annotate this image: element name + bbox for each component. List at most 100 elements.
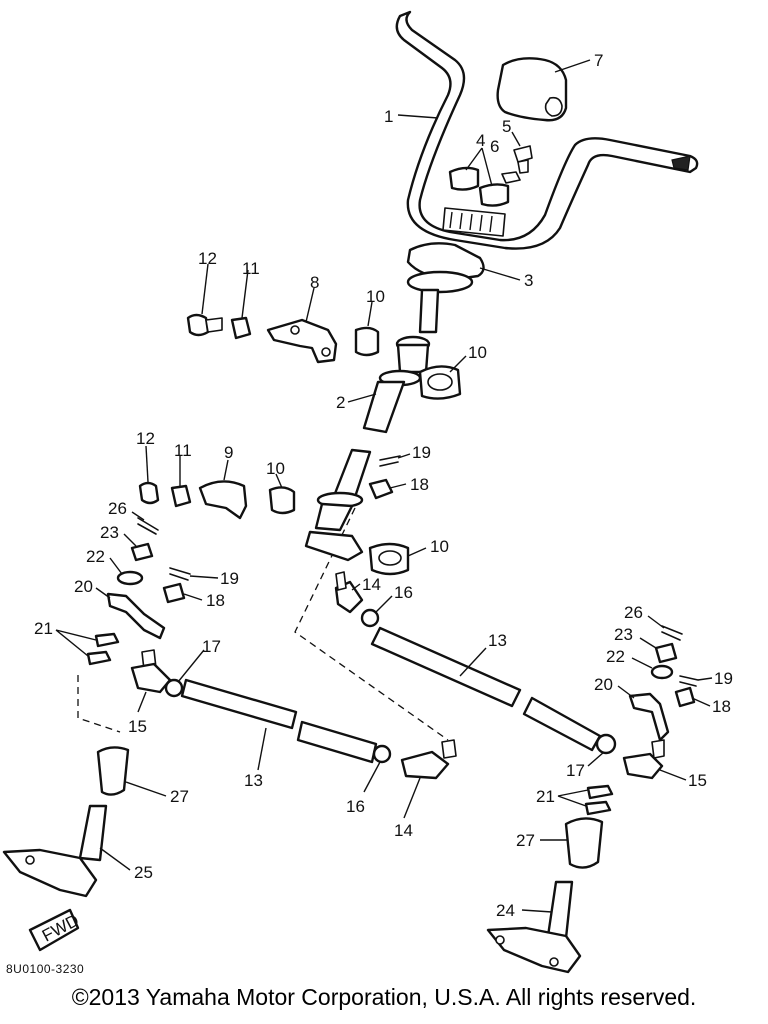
callout-23a: 23 [100, 523, 119, 542]
leader-10c [275, 473, 283, 489]
upper-holder [266, 318, 338, 364]
leader-10d [407, 547, 427, 557]
nut-23b [654, 642, 678, 664]
nut-17a [164, 678, 184, 698]
leader-2 [347, 393, 377, 403]
bushing-10a [354, 326, 380, 357]
cotter-19b [169, 567, 191, 581]
callout-25: 25 [134, 863, 153, 882]
leader-7 [554, 59, 591, 73]
copyright-notice: ©2013 Yamaha Motor Corporation, U.S.A. A… [71, 984, 697, 1010]
leader-19a [397, 453, 411, 459]
leader-20b [617, 685, 635, 699]
leader-18c [691, 697, 711, 707]
upper-bracket [406, 242, 485, 294]
steering-column-lower [304, 448, 372, 562]
tie-rod-13b [370, 626, 602, 752]
callout-18c: 18 [712, 697, 731, 716]
callout-18b: 18 [206, 591, 225, 610]
callout-19b: 19 [220, 569, 239, 588]
nut-18b [162, 582, 186, 604]
clip-21b [86, 650, 112, 666]
bushing-10d [368, 542, 410, 576]
clip-21d [584, 800, 612, 816]
leader-5 [511, 131, 521, 147]
callout-20b: 20 [594, 675, 613, 694]
leader-24 [521, 909, 553, 913]
leader-13b [459, 647, 487, 677]
nut-11a [230, 316, 252, 340]
leader-25 [99, 847, 131, 871]
callout-17b: 17 [566, 761, 585, 780]
callout-22b: 22 [606, 647, 625, 666]
leader-12a [201, 263, 209, 315]
callout-6: 6 [490, 137, 499, 156]
callout-19c: 19 [714, 669, 733, 688]
cotter-26a [137, 517, 159, 535]
leader-14a [351, 583, 361, 591]
nut-18a [368, 478, 394, 500]
leader-21a [55, 629, 97, 657]
callout-27b: 27 [516, 831, 535, 850]
leader-19b [189, 575, 219, 579]
callout-3: 3 [524, 271, 533, 290]
bushing-10c [268, 486, 296, 515]
spindle-25 [2, 804, 108, 898]
tie-rod-end-14a [334, 571, 364, 614]
assembly-line-left [77, 675, 121, 733]
callout-1: 1 [384, 107, 393, 126]
clip-21a [94, 632, 120, 648]
leader-14b [403, 777, 421, 819]
knuckle-arm-20b [628, 692, 670, 742]
callout-22a: 22 [86, 547, 105, 566]
callout-5: 5 [502, 117, 511, 136]
bolt-12b [138, 481, 160, 505]
leader-26b [647, 615, 665, 629]
leader-10b [449, 355, 467, 373]
tie-rod-end-15a [130, 649, 172, 694]
steering-column-upper [362, 288, 440, 434]
bolt-5 [513, 145, 533, 174]
callout-19a: 19 [412, 443, 431, 462]
callout-11b: 11 [174, 441, 192, 460]
leader-8 [305, 287, 315, 323]
leader-13a [257, 727, 267, 771]
callout-15b: 15 [688, 771, 707, 790]
leader-21b [557, 789, 589, 807]
leader-10a [367, 301, 373, 327]
callout-21b: 21 [536, 787, 555, 806]
washer-22a [116, 570, 144, 586]
callout-17a: 17 [202, 637, 221, 656]
leader-22b [631, 657, 653, 669]
callout-13b: 13 [488, 631, 507, 650]
leader-18b [183, 593, 203, 601]
washer-22b [650, 664, 674, 680]
leader-20a [95, 587, 111, 599]
callout-10d: 10 [430, 537, 449, 556]
callout-15a: 15 [128, 717, 147, 736]
callout-7: 7 [594, 51, 603, 70]
nut-16b [372, 744, 392, 764]
spindle-24 [486, 880, 582, 974]
knuckle-arm-20a [106, 592, 166, 640]
boot-27b [564, 817, 604, 869]
callout-14b: 14 [394, 821, 413, 840]
callout-20a: 20 [74, 577, 93, 596]
cotter-19a [379, 455, 401, 467]
leader-9 [223, 459, 229, 481]
callout-12a: 12 [198, 249, 217, 268]
callout-26b: 26 [624, 603, 643, 622]
handlebar-pad [496, 57, 568, 122]
callout-11a: 11 [242, 259, 260, 278]
callout-9: 9 [224, 443, 233, 462]
callout-8: 8 [310, 273, 319, 292]
leader-27a [125, 781, 167, 797]
leader-16b [363, 761, 381, 793]
bushing-10b [418, 365, 462, 400]
callout-12b: 12 [136, 429, 155, 448]
leader-4 [465, 147, 493, 187]
tie-rod-end-14b [400, 739, 457, 780]
callout-4: 4 [476, 131, 485, 150]
fwd-arrow-icon [28, 908, 80, 952]
